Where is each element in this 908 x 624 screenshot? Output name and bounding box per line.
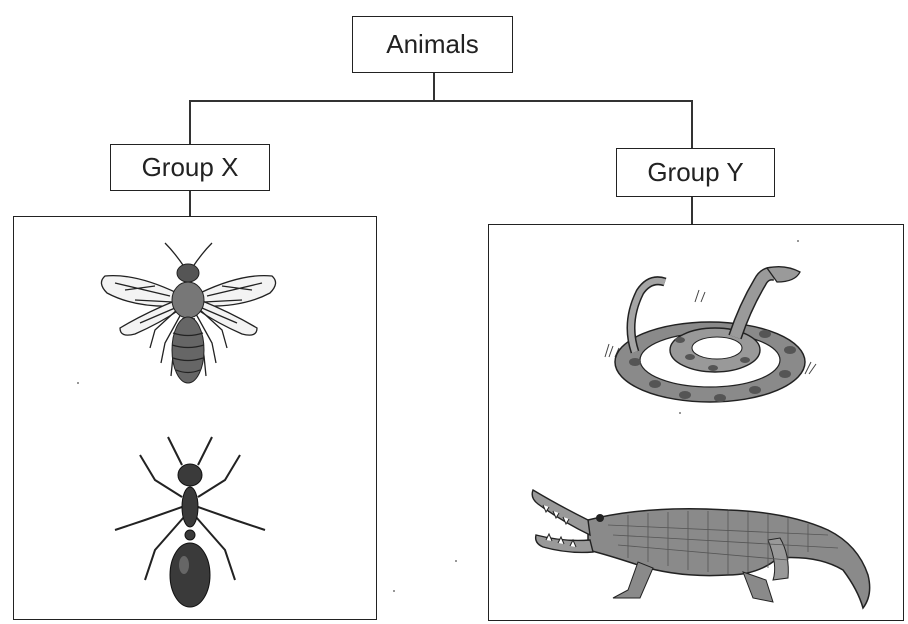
bee-icon xyxy=(95,238,280,388)
group-y-node: Group Y xyxy=(616,148,775,197)
speck xyxy=(679,412,681,414)
horizontal-branch-line xyxy=(189,100,692,102)
snake-icon xyxy=(595,262,825,412)
group-x-label: Group X xyxy=(142,152,239,183)
root-stem-line xyxy=(433,72,435,101)
root-label: Animals xyxy=(386,29,478,60)
speck xyxy=(797,240,799,242)
group-y-label: Group Y xyxy=(647,157,743,188)
group-y-panel-line xyxy=(691,196,693,225)
group-x-node: Group X xyxy=(110,144,270,191)
ant-icon xyxy=(110,435,270,620)
crocodile-icon xyxy=(528,480,893,615)
group-y-stem-line xyxy=(691,100,693,149)
speck xyxy=(455,560,457,562)
speck xyxy=(77,382,79,384)
root-node-animals: Animals xyxy=(352,16,513,73)
group-x-panel-line xyxy=(189,190,191,217)
speck xyxy=(393,590,395,592)
group-x-stem-line xyxy=(189,100,191,145)
